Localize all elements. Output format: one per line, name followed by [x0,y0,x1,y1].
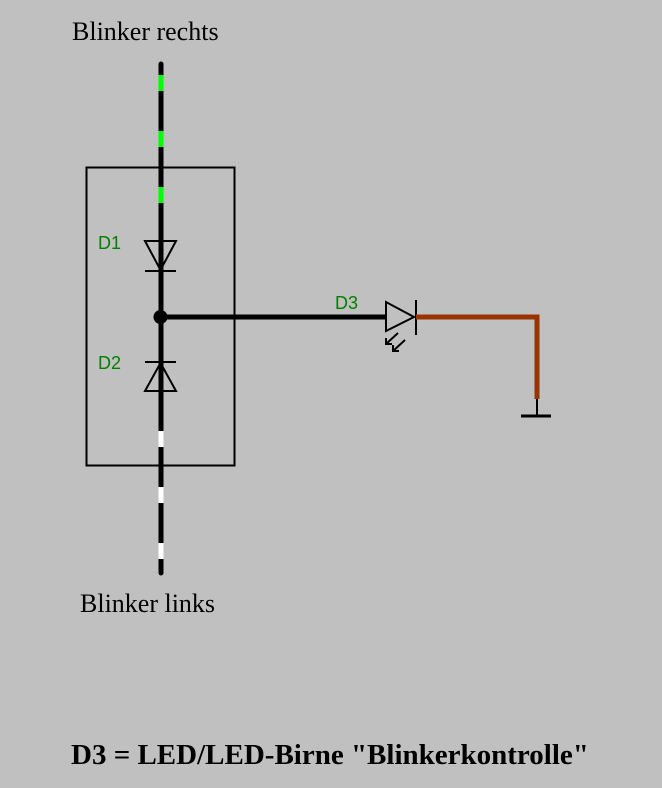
ground-symbol-icon [521,399,551,418]
label-blinker-links: Blinker links [80,589,215,618]
wire-d3-ground [416,314,540,399]
caption: D3 = LED/LED-Birne "Blinkerkontrolle" [71,739,589,771]
label-d2: D2 [98,353,121,373]
label-d1: D1 [98,233,121,253]
label-blinker-rechts: Blinker rechts [72,17,219,46]
label-d3: D3 [335,293,358,313]
junction-dot [153,310,168,324]
light-emission-arrows-icon [385,332,406,352]
led-d3 [385,300,417,352]
